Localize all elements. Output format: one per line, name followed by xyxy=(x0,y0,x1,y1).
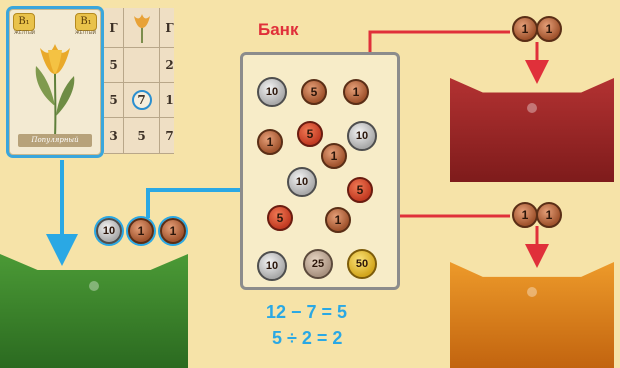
bank-title: Банк xyxy=(258,20,299,39)
board-cell: 7 xyxy=(160,118,174,154)
board-cell: 5 xyxy=(124,118,160,154)
card-color-left: ЖЁЛТЫЙ xyxy=(14,31,36,36)
red-player-coin-1[interactable]: 1 xyxy=(536,16,562,42)
board-cell-highlight[interactable]: 7 xyxy=(124,83,160,118)
orange-player-screen[interactable] xyxy=(450,262,614,368)
red-player-screen[interactable] xyxy=(450,78,614,182)
board-cell: 1 xyxy=(160,83,174,118)
coin-1[interactable]: 1 xyxy=(321,143,347,169)
board-cell: Г xyxy=(104,8,124,48)
coin-10[interactable]: 10 xyxy=(257,251,287,281)
fleur-de-lis-icon xyxy=(89,281,99,292)
tulip-icon xyxy=(35,44,75,136)
board-cell xyxy=(124,48,160,83)
formula-divide: 5 ÷ 2 = 2 xyxy=(272,328,343,348)
board-cell-tulip xyxy=(124,8,160,48)
card-name: Популярный xyxy=(18,134,92,147)
red-player-coin-1[interactable]: 1 xyxy=(512,16,538,42)
fleur-de-lis-icon xyxy=(527,102,537,113)
orange-player-coin-1[interactable]: 1 xyxy=(536,202,562,228)
tulip-card-face: B₁ B₁ ЖЁЛТЫЙ ЖЁЛТЫЙ Популярный xyxy=(9,9,101,155)
paid-coin-1[interactable]: 1 xyxy=(128,218,154,244)
coin-10[interactable]: 10 xyxy=(257,77,287,107)
board-cell: 5 xyxy=(104,48,124,83)
board-cell: Г xyxy=(160,8,174,48)
coin-10[interactable]: 10 xyxy=(347,121,377,151)
coin-5[interactable]: 5 xyxy=(297,121,323,147)
orange-player-coin-1[interactable]: 1 xyxy=(512,202,538,228)
green-player-screen[interactable] xyxy=(0,254,188,368)
coin-1[interactable]: 1 xyxy=(257,129,283,155)
coin-5[interactable]: 5 xyxy=(301,79,327,105)
bank-area[interactable]: 10 5 1 1 5 1 10 10 5 5 1 10 25 50 xyxy=(240,52,400,290)
game-board-strip: Г Г 5 2 5 7 1 3 5 7 xyxy=(104,8,174,154)
coin-1[interactable]: 1 xyxy=(325,207,351,233)
tulip-board-icon xyxy=(133,13,150,43)
coin-50[interactable]: 50 xyxy=(347,249,377,279)
board-cell: 5 xyxy=(104,83,124,118)
board-cell: 2 xyxy=(160,48,174,83)
card-color-right: ЖЁЛТЫЙ xyxy=(74,31,96,36)
coin-10[interactable]: 10 xyxy=(287,167,317,197)
coin-1[interactable]: 1 xyxy=(343,79,369,105)
board-cell: 3 xyxy=(104,118,124,154)
paid-coin-10[interactable]: 10 xyxy=(96,218,122,244)
highlighted-value: 7 xyxy=(131,90,152,110)
tulip-card[interactable]: B₁ B₁ ЖЁЛТЫЙ ЖЁЛТЫЙ Популярный xyxy=(6,6,104,158)
fleur-de-lis-icon xyxy=(527,287,537,298)
paid-coin-1[interactable]: 1 xyxy=(160,218,186,244)
coin-5[interactable]: 5 xyxy=(267,205,293,231)
coin-25[interactable]: 25 xyxy=(303,249,333,279)
coin-5[interactable]: 5 xyxy=(347,177,373,203)
card-badge-right: B₁ xyxy=(75,13,97,31)
card-badge-left: B₁ xyxy=(13,13,35,31)
formula-subtract: 12 − 7 = 5 xyxy=(266,302,348,322)
